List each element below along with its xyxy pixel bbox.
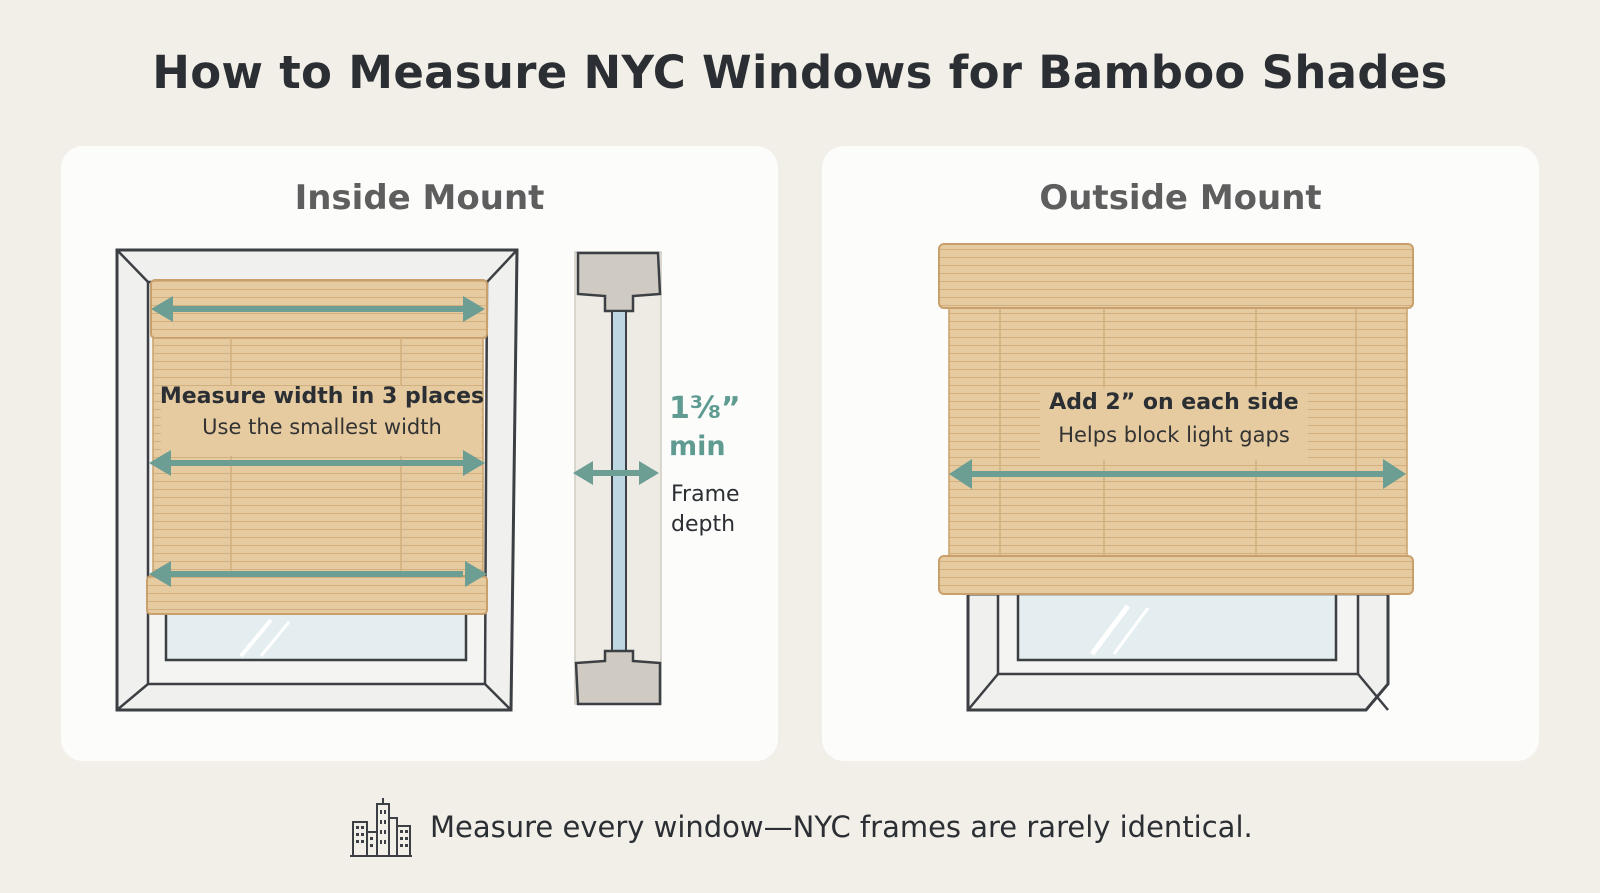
width-arrow-top	[151, 296, 485, 322]
depth-min: min	[669, 431, 726, 462]
inside-measure-label: Measure width in 3 places Use the smalle…	[157, 384, 487, 439]
outside-label: Add 2” on each side Helps block light ga…	[1022, 390, 1326, 447]
frame-depth-line1: Frame	[671, 482, 740, 507]
outside-width-arrow	[949, 459, 1406, 489]
footer-text: Measure every window—NYC frames are rare…	[430, 810, 1253, 844]
add-two-inches-text: Add 2” on each side	[1049, 390, 1299, 415]
city-buildings-icon	[350, 798, 412, 857]
outside-mount-panel: Outside Mount	[822, 146, 1539, 761]
frame-depth-label: Frame depth	[671, 480, 740, 540]
inside-mount-heading: Inside Mount	[294, 178, 545, 218]
width-arrow-bottom	[149, 561, 487, 587]
inside-mount-illustration	[115, 248, 662, 712]
page-title: How to Measure NYC Windows for Bamboo Sh…	[152, 46, 1448, 99]
outside-mount-heading: Outside Mount	[1039, 178, 1322, 218]
inside-label-backdrop	[161, 386, 481, 456]
depth-value: 1⅜”	[669, 391, 741, 426]
light-gaps-text: Helps block light gaps	[1058, 423, 1290, 447]
measure-width-text: Measure width in 3 places	[159, 384, 485, 409]
depth-value-group: 1⅜” min	[669, 390, 741, 466]
inside-mount-panel: Inside Mount	[61, 146, 778, 761]
depth-arrow	[573, 461, 659, 485]
bamboo-shade-inside	[146, 279, 488, 615]
frame-depth-line2: depth	[671, 512, 736, 537]
width-arrow-middle	[149, 450, 485, 476]
window-frame-outside	[966, 592, 1390, 712]
footer-note: Measure every window—NYC frames are rare…	[350, 798, 1253, 857]
outside-mount-illustration	[938, 243, 1414, 712]
smallest-width-text: Use the smallest width	[202, 415, 442, 439]
outside-label-backdrop	[1040, 388, 1308, 460]
